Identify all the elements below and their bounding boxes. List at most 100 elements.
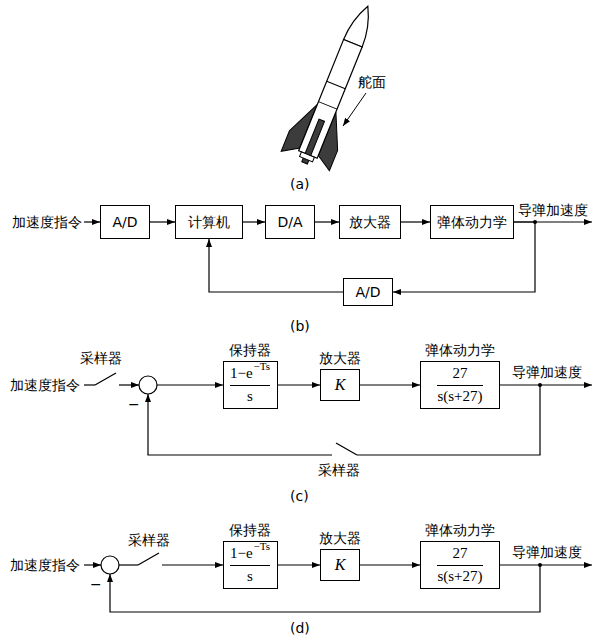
- block-box: 弹体动力学: [430, 205, 514, 239]
- block-content: K: [335, 376, 346, 394]
- signal-arrow: [278, 564, 321, 565]
- signal-line: [500, 384, 592, 385]
- exponent: −Ts: [254, 360, 270, 373]
- panel-caption: (c): [290, 488, 309, 504]
- block-heading: 弹体动力学: [425, 522, 495, 539]
- junction-dot: [538, 563, 542, 567]
- block-heading: 保持器: [229, 342, 271, 359]
- block-content: 1−e−Ts s: [230, 365, 270, 405]
- block-heading: 放大器: [319, 350, 361, 367]
- block-box: 计算机: [175, 205, 243, 239]
- block-heading: 弹体动力学: [425, 342, 495, 359]
- sampler-label: 采样器: [318, 462, 360, 478]
- exponent: −Ts: [254, 540, 270, 553]
- block-label: 弹体动力学: [437, 214, 507, 231]
- block-content: 放大器: [349, 214, 391, 231]
- block-content: 27 s(s+27): [437, 365, 482, 405]
- block-content: A/D: [112, 214, 137, 231]
- gain-symbol: K: [335, 556, 346, 574]
- sampler-switch: [336, 443, 357, 455]
- signal-arrow: [243, 221, 265, 222]
- block-content: 计算机: [188, 214, 230, 231]
- fraction-bar: [230, 565, 270, 566]
- fraction-bar: [437, 565, 482, 566]
- signal-arrow: [360, 384, 420, 385]
- signal-arrow: [360, 564, 420, 565]
- block-box: 27s(s+27)弹体动力学: [420, 361, 500, 409]
- block-box: 27s(s+27)弹体动力学: [420, 541, 500, 589]
- denominator: s: [247, 568, 253, 585]
- block-box: 放大器: [339, 205, 401, 239]
- output-label: 导弹加速度: [512, 364, 582, 380]
- feedback-line: [357, 385, 540, 455]
- block-box: 1−e−Tss保持器: [223, 361, 278, 409]
- fraction-bar: [437, 385, 482, 386]
- sampler-label: 采样器: [128, 532, 170, 548]
- sampler-switch: [95, 373, 116, 385]
- denominator: s: [247, 388, 253, 405]
- block-content: 1−e−Ts s: [230, 545, 270, 585]
- signal-line: [84, 384, 95, 385]
- signal-line: [157, 384, 223, 385]
- block-heading: 保持器: [229, 522, 271, 539]
- junction-dot: [538, 383, 542, 387]
- signal-line: [119, 384, 139, 385]
- numerator: 1−e: [230, 365, 253, 382]
- block-box: K放大器: [320, 369, 360, 401]
- block-content: A/D: [355, 284, 380, 301]
- signal-line: [162, 564, 223, 565]
- block-heading: 放大器: [319, 530, 361, 547]
- rocket: [280, 0, 392, 173]
- numerator-row: 1−e−Ts: [230, 545, 270, 562]
- block-box: A/D: [343, 278, 393, 306]
- signal-arrow: [150, 221, 175, 222]
- signal-arrow: [278, 384, 321, 385]
- block-label: 计算机: [188, 214, 230, 231]
- numerator: 27: [453, 545, 468, 562]
- part-label: 舵面: [358, 74, 386, 90]
- body-joint: [327, 81, 346, 88]
- signal-arrow: [209, 239, 343, 292]
- signal-line: [119, 564, 138, 565]
- block-content: 27 s(s+27): [437, 545, 482, 585]
- numerator: 27: [453, 365, 468, 382]
- block-content: D/A: [277, 214, 302, 231]
- nozzle: [300, 152, 315, 162]
- sampler-switch: [138, 553, 159, 565]
- panel-caption: (d): [290, 620, 310, 636]
- output-label: 导弹加速度: [512, 544, 582, 560]
- block-box: A/D: [100, 205, 150, 239]
- block-label: A/D: [355, 284, 380, 301]
- block-box: K放大器: [320, 549, 360, 581]
- signal-arrow: [315, 221, 339, 222]
- numerator-row: 1−e−Ts: [230, 365, 270, 382]
- rocket-body: [299, 40, 362, 159]
- panel-caption: (a): [290, 176, 310, 192]
- block-content: K: [335, 556, 346, 574]
- signal-arrow: [401, 221, 430, 222]
- sign-label: −: [128, 396, 140, 412]
- fraction-bar: [230, 385, 270, 386]
- panel-caption: (b): [290, 318, 310, 334]
- sampler-label: 采样器: [80, 350, 122, 366]
- input-label: 加速度指令: [10, 557, 80, 573]
- block-label: 放大器: [349, 214, 391, 231]
- input-label: 加速度指令: [10, 377, 80, 393]
- denominator: s(s+27): [437, 568, 482, 585]
- numerator: 1−e: [230, 545, 253, 562]
- block-content: 弹体动力学: [437, 214, 507, 231]
- signal-line: [84, 221, 100, 222]
- input-label: 加速度指令: [12, 214, 82, 230]
- block-label: D/A: [277, 214, 302, 231]
- block-box: D/A: [265, 205, 315, 239]
- denominator: s(s+27): [437, 388, 482, 405]
- body-joint: [318, 102, 337, 109]
- nose-cone: [344, 2, 378, 47]
- output-label: 导弹加速度: [518, 202, 588, 218]
- signal-line: [84, 564, 101, 565]
- sign-label: −: [90, 576, 102, 592]
- signal-line: [500, 564, 592, 565]
- block-box: 1−e−Tss保持器: [223, 541, 278, 589]
- summing-junction: [139, 376, 157, 394]
